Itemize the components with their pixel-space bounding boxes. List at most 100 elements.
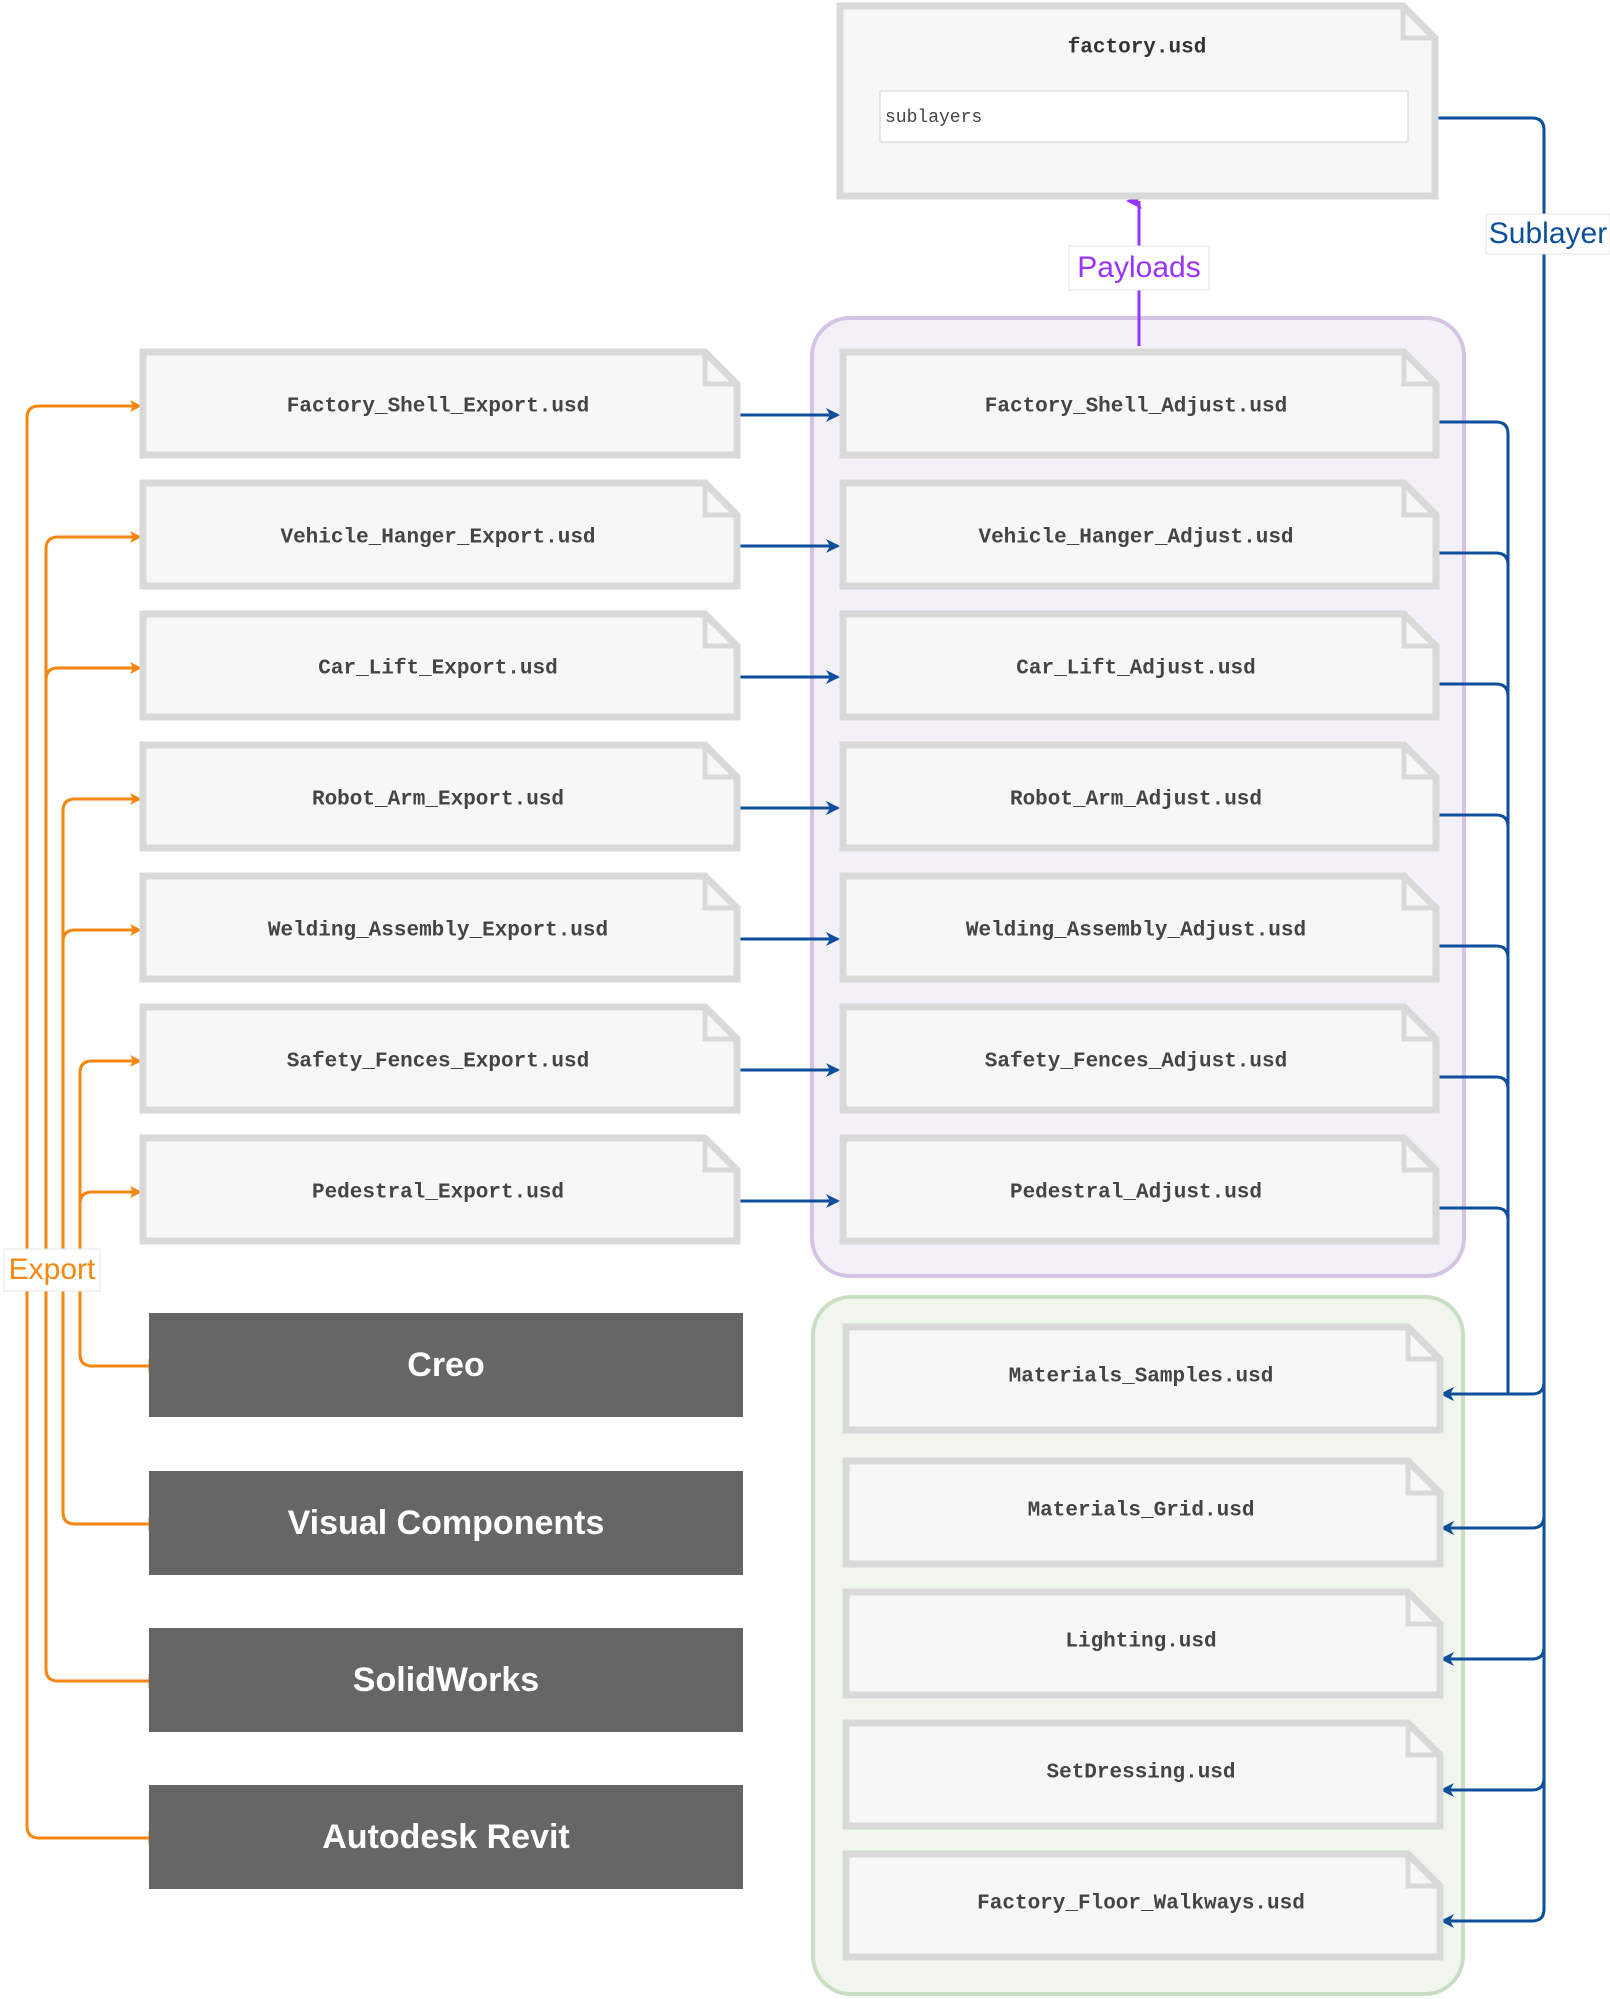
file-outline: [842, 1850, 1444, 1961]
export-file[interactable]: Welding_Assembly_Export.usd: [139, 872, 741, 983]
tool-box[interactable]: Creo: [149, 1313, 743, 1417]
adjust-file-name: Factory_Shell_Adjust.usd: [985, 396, 1287, 419]
export-line: [61, 793, 150, 1526]
adjust-file-name: Welding_Assembly_Adjust.usd: [966, 920, 1306, 943]
export-file[interactable]: Safety_Fences_Export.usd: [139, 1003, 741, 1114]
folded-corner: [702, 745, 737, 780]
folded-corner: [1405, 1592, 1440, 1627]
export-file[interactable]: Factory_Shell_Export.usd: [139, 348, 741, 459]
folded-corner: [1401, 745, 1436, 780]
tool-box-fill: [149, 1628, 743, 1732]
connectors: [25, 111, 1546, 1928]
root-file-factory-usd[interactable]: factory.usd sublayers: [836, 2, 1439, 200]
export-line: [78, 1055, 150, 1368]
tool-box-fill: [149, 1785, 743, 1889]
tool-name: Autodesk Revit: [322, 1818, 570, 1856]
support-file-name: Materials_Grid.usd: [1028, 1500, 1255, 1523]
tool-box[interactable]: Visual Components: [149, 1471, 743, 1575]
tool-box-fill: [149, 1313, 743, 1417]
export-file[interactable]: Pedestral_Export.usd: [139, 1134, 741, 1245]
folded-corner: [702, 876, 737, 911]
folded-corner: [1405, 1854, 1440, 1889]
sublayers-field-label: sublayers: [885, 108, 982, 128]
file-outline: [139, 1003, 741, 1114]
sublayer-label-text: Sublayer: [1489, 217, 1607, 250]
sublayer-label-bg: [1485, 213, 1610, 255]
export-file-name: Robot_Arm_Export.usd: [312, 789, 564, 812]
payloads-label-bg: [1068, 245, 1210, 291]
export-file-name: Safety_Fences_Export.usd: [287, 1051, 589, 1074]
export-file-name: Vehicle_Hanger_Export.usd: [280, 527, 595, 550]
root-sublayer-bus: [1410, 116, 1546, 1909]
export-line-branch: [44, 662, 142, 681]
adjust-file[interactable]: Safety_Fences_Adjust.usd: [839, 1003, 1440, 1114]
support-file[interactable]: SetDressing.usd: [842, 1719, 1444, 1830]
folded-corner: [1405, 1327, 1440, 1362]
export-label-bg: [3, 1248, 101, 1292]
root-sublayer-arrow: [1440, 1381, 1546, 1401]
adjust-file[interactable]: Vehicle_Hanger_Adjust.usd: [839, 479, 1440, 590]
export-label: Export: [3, 1248, 101, 1292]
export-file[interactable]: Vehicle_Hanger_Export.usd: [139, 479, 741, 590]
adjust-file[interactable]: Robot_Arm_Adjust.usd: [839, 741, 1440, 852]
file-outline: [139, 741, 741, 852]
file-outline: [842, 1457, 1444, 1568]
tool-box[interactable]: SolidWorks: [149, 1628, 743, 1732]
tool-box-fill: [149, 1471, 743, 1575]
adjust-file-name: Safety_Fences_Adjust.usd: [985, 1051, 1287, 1074]
folded-corner: [702, 1007, 737, 1042]
export-line-branch: [78, 1186, 142, 1205]
root-file-title: factory.usd: [1068, 37, 1207, 60]
tool-box[interactable]: Autodesk Revit: [149, 1785, 743, 1889]
adjust-sublayer-line: [1436, 944, 1510, 1394]
files: factory.usd sublayersFactory_Shell_Export…: [139, 2, 1444, 1961]
folded-corner: [1400, 6, 1435, 41]
export-line: [25, 400, 150, 1840]
adjust-sublayer-line: [1436, 682, 1510, 1394]
adjust-file-name: Vehicle_Hanger_Adjust.usd: [978, 527, 1293, 550]
root-sublayer-arrow: [1440, 1515, 1546, 1535]
folded-corner: [702, 614, 737, 649]
adjust-sublayer-line: [1436, 420, 1510, 1394]
folded-corner: [1401, 876, 1436, 911]
folded-corner: [1405, 1461, 1440, 1496]
tool-name: Visual Components: [288, 1504, 605, 1542]
export-file[interactable]: Car_Lift_Export.usd: [139, 610, 741, 721]
adjust-file[interactable]: Car_Lift_Adjust.usd: [839, 610, 1440, 721]
file-outline: [839, 348, 1440, 459]
export-label-text: Export: [9, 1253, 96, 1286]
folded-corner: [702, 352, 737, 387]
adjust-file[interactable]: Welding_Assembly_Adjust.usd: [839, 872, 1440, 983]
support-file[interactable]: Materials_Samples.usd: [842, 1323, 1444, 1434]
folded-corner: [1401, 1138, 1436, 1173]
folded-corner: [702, 1138, 737, 1173]
support-file-name: SetDressing.usd: [1046, 1762, 1235, 1785]
adjust-file[interactable]: Factory_Shell_Adjust.usd: [839, 348, 1440, 459]
root-sublayer-arrow: [1440, 1908, 1546, 1928]
payloads-label-text: Payloads: [1077, 251, 1200, 284]
adjust-file[interactable]: Pedestral_Adjust.usd: [839, 1134, 1440, 1245]
folded-corner: [1401, 614, 1436, 649]
file-outline: [839, 872, 1440, 983]
file-outline: [139, 1134, 741, 1245]
file-outline: [842, 1719, 1444, 1830]
tool-name: Creo: [407, 1346, 484, 1384]
root-sublayer-arrow: [1440, 1777, 1546, 1797]
file-outline: [139, 479, 741, 590]
adjust-file-name: Car_Lift_Adjust.usd: [1016, 658, 1255, 681]
file-outline: [139, 872, 741, 983]
export-file[interactable]: Robot_Arm_Export.usd: [139, 741, 741, 852]
file-outline: [139, 348, 741, 459]
file-outline: [839, 479, 1440, 590]
folded-corner: [1405, 1723, 1440, 1758]
file-outline: [839, 1134, 1440, 1245]
support-file[interactable]: Factory_Floor_Walkways.usd: [842, 1850, 1444, 1961]
root-sublayer-arrow: [1440, 1646, 1546, 1666]
support-file-name: Factory_Floor_Walkways.usd: [977, 1893, 1305, 1916]
export-file-name: Pedestral_Export.usd: [312, 1182, 564, 1205]
support-file[interactable]: Lighting.usd: [842, 1588, 1444, 1699]
support-file[interactable]: Materials_Grid.usd: [842, 1457, 1444, 1568]
file-outline: [839, 741, 1440, 852]
